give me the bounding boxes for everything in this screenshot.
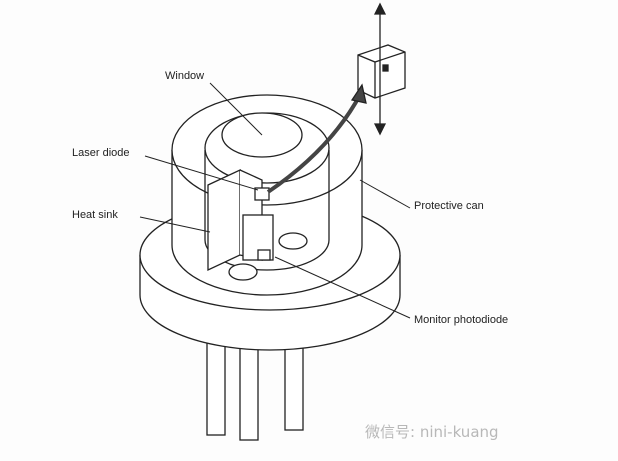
pins: [206, 329, 304, 441]
label-heat-sink: Heat sink: [72, 209, 118, 221]
label-laser-diode: Laser diode: [72, 147, 130, 159]
laser-beam-arrow: [266, 94, 362, 194]
beam-detector-box: [357, 44, 406, 99]
label-window: Window: [165, 70, 205, 82]
monitor-photodiode-chip: [257, 249, 271, 261]
watermark: 微信号: nini-kuang: [365, 423, 499, 441]
label-protective-can: Protective can: [414, 200, 484, 212]
label-monitor-photodiode: Monitor photodiode: [414, 314, 509, 326]
laser-diode-chip: [254, 187, 270, 201]
